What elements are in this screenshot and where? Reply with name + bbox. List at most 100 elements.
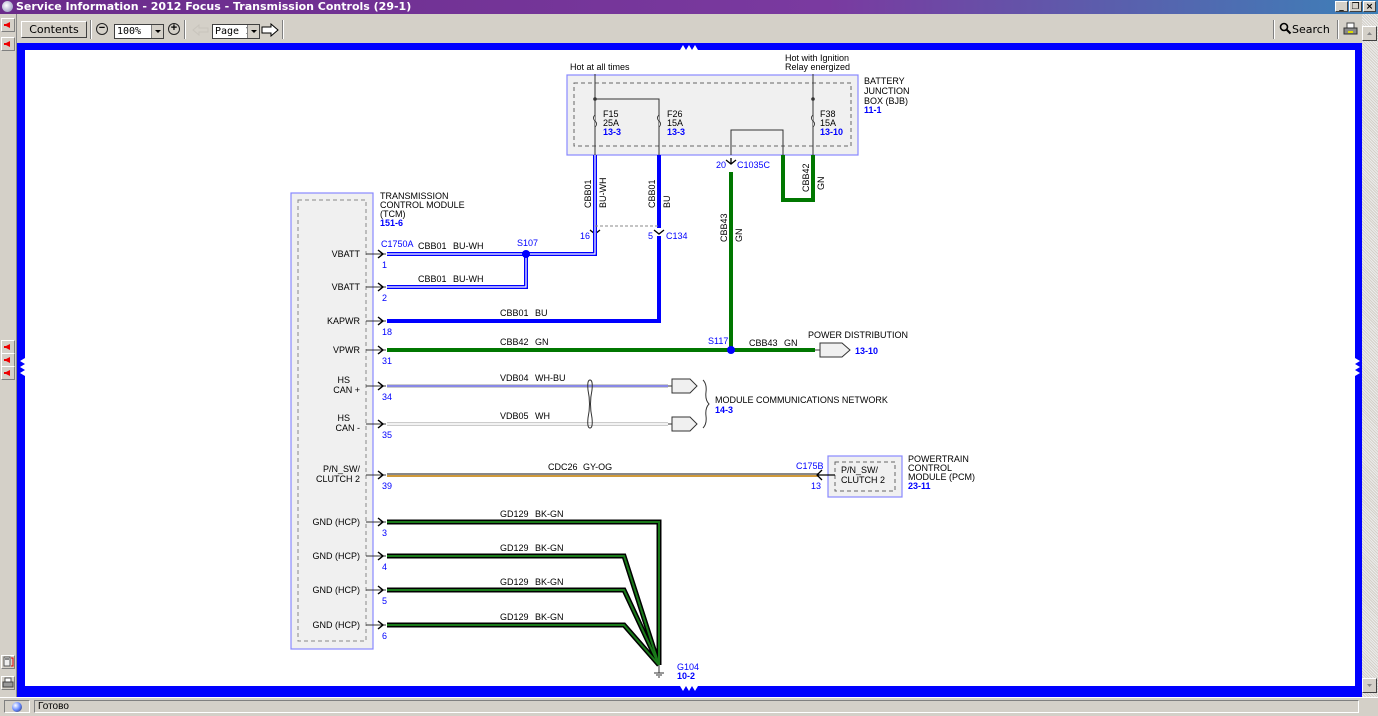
wire-vert-3-circuit: CBB43	[719, 213, 729, 242]
status-globe-panel	[4, 700, 30, 713]
power-dist-circuit: CBB43	[749, 338, 778, 348]
ground-wires[interactable]	[387, 519, 662, 667]
title-bar: Service Information - 2012 Focus - Trans…	[0, 0, 1378, 14]
wire-cdc26-gy-og[interactable]	[387, 473, 818, 477]
hot-at-all-times-label: Hot at all times	[570, 62, 630, 72]
hot-ign-label-1: Hot with Ignition	[785, 53, 849, 63]
tcm-name-2: CONTROL MODULE	[380, 200, 465, 210]
contents-button[interactable]: Contents	[21, 21, 87, 38]
c1035c-pin: 20	[716, 160, 726, 170]
connector-arrow-icon	[377, 316, 385, 326]
wire-vert-3-color: GN	[734, 229, 744, 243]
red-arrow-icon	[4, 344, 10, 350]
pcm-name-2: CONTROL	[908, 463, 952, 473]
power-dist-connector-icon[interactable]	[815, 342, 851, 358]
toolbar: Contents − 100% + Page 1 Search	[17, 14, 1362, 43]
mcn-label: MODULE COMMUNICATIONS NETWORK	[715, 395, 888, 405]
tcm-pin-label: VPWR	[333, 345, 361, 355]
hot-ign-label-2: Relay energized	[785, 62, 850, 72]
connector-arrow-icon	[377, 345, 385, 355]
wire-vert-1-circuit: CBB01	[583, 179, 593, 208]
nav-arrow-button-3[interactable]	[1, 366, 15, 380]
wire-color-label: BK-GN	[535, 543, 564, 553]
zoom-out-button[interactable]: −	[96, 23, 108, 35]
connector-arrow-icon	[377, 585, 385, 595]
fuse-f15-id: F15	[603, 109, 619, 119]
splice-s117[interactable]	[727, 346, 735, 354]
wire-cbb42-loop[interactable]	[781, 155, 815, 202]
toolbar-separator	[282, 20, 284, 39]
search-label: Search	[1292, 23, 1330, 36]
tcm-pin-label: CAN -	[336, 423, 361, 433]
pcm-pin-label-1: P/N_SW/	[841, 465, 879, 475]
vertical-scrollbar[interactable]	[1362, 14, 1378, 697]
wire-s107-riser[interactable]	[387, 228, 597, 289]
connector-arrow-icon	[377, 249, 385, 259]
can-plus-connector-icon[interactable]	[668, 378, 698, 394]
tcm-module[interactable]	[290, 192, 374, 650]
can-minus-connector-icon[interactable]	[668, 416, 698, 432]
fuse-icons	[593, 114, 815, 128]
c134-id: C134	[666, 231, 688, 241]
tcm-pin-number: 3	[382, 528, 387, 538]
pcm-ref-link[interactable]: 23-11	[908, 481, 931, 491]
splice-s107-label: S107	[517, 238, 538, 248]
wire-color-label: GN	[535, 337, 549, 347]
restore-button[interactable]: ❐	[1349, 1, 1362, 12]
scroll-up-button[interactable]	[1362, 26, 1377, 41]
wire-circuit-label: VDB04	[500, 373, 529, 383]
wire-cbb42-loop-color: GN	[816, 177, 826, 191]
zoom-in-button[interactable]: +	[168, 23, 180, 35]
next-page-icon[interactable]	[261, 23, 279, 37]
scroll-down-button[interactable]	[1362, 678, 1377, 693]
connector-c1035c-icon	[725, 158, 737, 165]
wire-circuit-label: CBB01	[418, 274, 447, 284]
print-button[interactable]	[1343, 22, 1358, 36]
junction-dot	[593, 97, 597, 101]
tcm-pin-number: 1	[382, 260, 387, 270]
connector-arrow-icon	[377, 381, 385, 391]
ground-icon	[654, 665, 664, 678]
wire-circuit-label: CBB42	[500, 337, 529, 347]
pcm-module[interactable]	[827, 455, 903, 498]
fuse-f38-ref[interactable]: 13-10	[820, 127, 843, 137]
minimize-button[interactable]: _	[1335, 1, 1348, 12]
print-side-button[interactable]	[1, 676, 15, 690]
splice-s107[interactable]	[522, 250, 530, 258]
mcn-ref-link[interactable]: 14-3	[715, 405, 733, 415]
prev-page-icon[interactable]	[192, 24, 210, 36]
zoom-select[interactable]: 100%	[114, 24, 164, 39]
tcm-ref-link[interactable]: 151-6	[380, 218, 403, 228]
calculator-button[interactable]	[1, 655, 15, 669]
power-dist-color: GN	[784, 338, 798, 348]
prev-section-button[interactable]	[1, 37, 15, 51]
status-text: Готово	[34, 700, 1359, 713]
back-section-button[interactable]	[1, 18, 15, 32]
ground-ref-link[interactable]: 10-2	[677, 671, 695, 681]
search-button[interactable]: Search	[1279, 22, 1330, 37]
tcm-pin-number: 2	[382, 293, 387, 303]
connector-arrow-icon	[377, 470, 385, 480]
power-dist-ref-link[interactable]: 13-10	[855, 346, 878, 356]
bjb-ref-link[interactable]: 11-1	[864, 105, 882, 115]
chevron-down-icon[interactable]	[247, 25, 259, 38]
brace-icon	[702, 379, 710, 429]
wire-cbb01-bu-kapwr[interactable]	[387, 236, 661, 323]
pcm-name-3: MODULE (PCM)	[908, 472, 975, 482]
tcm-name-1: TRANSMISSION	[380, 191, 449, 201]
close-button[interactable]: ×	[1363, 1, 1376, 12]
pcm-connector-id: C175B	[796, 461, 824, 471]
wire-color-label: BK-GN	[535, 577, 564, 587]
tcm-name-3: (TCM)	[380, 209, 406, 219]
fuse-f26-ref[interactable]: 13-3	[667, 127, 685, 137]
chevron-down-icon[interactable]	[151, 25, 163, 38]
pcm-name-1: POWERTRAIN	[908, 454, 969, 464]
page-select[interactable]: Page 1	[212, 24, 260, 39]
fuse-f15-ref[interactable]: 13-3	[603, 127, 621, 137]
c1035c-id: C1035C	[737, 160, 771, 170]
ground-id: G104	[677, 662, 699, 672]
bjb-module[interactable]	[566, 74, 859, 156]
power-dist-label: POWER DISTRIBUTION	[808, 330, 908, 340]
